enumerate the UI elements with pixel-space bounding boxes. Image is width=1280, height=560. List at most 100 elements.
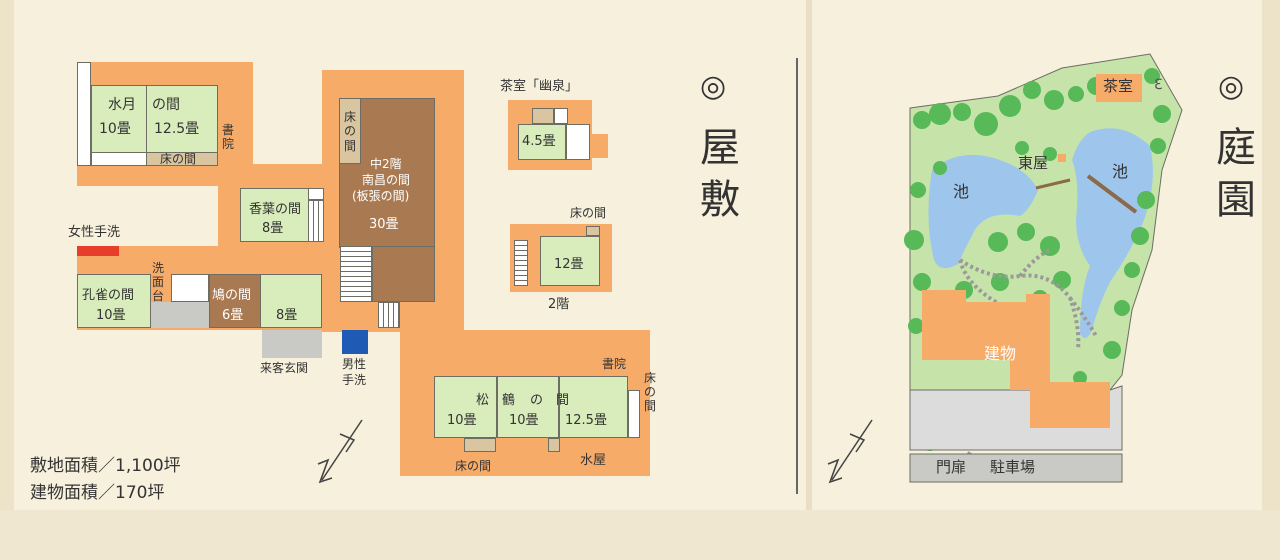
senmen-area bbox=[171, 274, 209, 302]
women-restroom bbox=[77, 246, 119, 256]
mizuya-label: 水屋 bbox=[580, 453, 607, 468]
nanshou-line1: 中2階 bbox=[370, 157, 402, 171]
suigetsu-room-a bbox=[91, 85, 147, 153]
shoukaku-m4: 間 bbox=[556, 393, 570, 408]
nanshou-stairs bbox=[340, 246, 372, 302]
men-restroom bbox=[342, 330, 368, 354]
garden-drawing bbox=[904, 53, 1183, 483]
nikai-label: 2階 bbox=[548, 297, 570, 312]
shoin-right-label: 書院 bbox=[602, 357, 627, 371]
nanshou-size: 30畳 bbox=[369, 217, 399, 232]
pond-label-1: 池 bbox=[953, 182, 970, 201]
pond-label-2: 池 bbox=[1112, 162, 1129, 181]
shoukaku-room bbox=[434, 376, 628, 438]
suigetsu-tokonoma bbox=[146, 152, 218, 166]
shoukaku-bottom-box-2 bbox=[548, 438, 560, 452]
senmen-label-2: 面 bbox=[152, 275, 165, 289]
azumaya-label: 東屋 bbox=[1018, 154, 1049, 172]
trees bbox=[904, 68, 1171, 451]
suigetsu-south-edge bbox=[91, 152, 147, 166]
shoin-left-label: 書院 bbox=[222, 123, 235, 151]
suigetsu-size-b: 12.5畳 bbox=[154, 121, 200, 137]
nikai-stairs bbox=[514, 240, 528, 286]
garden-building bbox=[922, 290, 1110, 428]
garden-building-label: 建物 bbox=[984, 344, 1017, 363]
kujaku-size: 10畳 bbox=[96, 308, 126, 323]
extra-room bbox=[260, 274, 322, 328]
azumaya bbox=[1058, 154, 1066, 162]
pond-west bbox=[928, 154, 1038, 269]
shoukaku-m3: の bbox=[530, 393, 544, 408]
suigetsu-west-edge bbox=[77, 62, 91, 166]
bridge-2 bbox=[1035, 178, 1071, 190]
suigetsu-tokonoma-label: 床の間 bbox=[160, 152, 197, 166]
kujaku-veranda bbox=[151, 302, 209, 328]
chashitsu-size: 4.5畳 bbox=[522, 134, 556, 149]
shoukaku-size-2: 10畳 bbox=[509, 413, 539, 428]
page-fold-right bbox=[1262, 0, 1280, 560]
kujaku-room bbox=[77, 274, 151, 328]
site-area: 敷地面積／1,100坪 bbox=[30, 456, 181, 476]
panel-divider bbox=[796, 58, 798, 494]
suigetsu-size-a: 10畳 bbox=[99, 121, 131, 137]
nanshou-tokonoma-label: 床の間 bbox=[344, 110, 357, 153]
senmen-label: 洗 bbox=[152, 261, 165, 275]
stepping-stones bbox=[958, 248, 1098, 351]
shoukaku-east-edge bbox=[628, 390, 640, 438]
garden-chashitsu-label: 茶室 bbox=[1103, 77, 1134, 95]
bridge bbox=[1086, 174, 1138, 214]
bottom-band bbox=[0, 510, 1280, 560]
nanshou-line3: (板張の間) bbox=[352, 189, 410, 203]
extra-size: 8畳 bbox=[276, 308, 298, 323]
men-restroom-label-2: 手洗 bbox=[342, 373, 367, 387]
nikai-room bbox=[540, 236, 600, 286]
shoukaku-m1: 松 bbox=[476, 393, 490, 408]
shoukaku-tokonoma-bottom-label: 床の間 bbox=[455, 459, 492, 473]
shoukaku-div-2 bbox=[558, 376, 560, 438]
nanshou-stairs-lower bbox=[378, 302, 400, 328]
men-restroom-label-1: 男性 bbox=[342, 357, 367, 371]
chashitsu-ext bbox=[590, 134, 608, 158]
chashitsu-title: 茶室「幽泉」 bbox=[500, 79, 579, 94]
parking-label: 駐車場 bbox=[990, 458, 1036, 476]
shoukaku-tokonoma-right-label: 床の間 bbox=[644, 371, 657, 413]
chashitsu-alcove bbox=[532, 108, 554, 124]
kouyou-name: 香葉の間 bbox=[249, 202, 302, 217]
page-fold-left bbox=[0, 0, 14, 560]
nikai-tokonoma bbox=[586, 226, 600, 236]
shoukaku-size-1: 10畳 bbox=[447, 413, 477, 428]
women-restroom-label: 女性手洗 bbox=[68, 225, 121, 240]
gate-parking-band bbox=[909, 453, 1123, 483]
kujaku-name: 孔雀の間 bbox=[82, 288, 135, 303]
building-area: 建物面積／170坪 bbox=[30, 483, 165, 503]
raikyaku-genkan bbox=[262, 330, 322, 358]
suigetsu-name-a: 水月 bbox=[108, 97, 136, 113]
kouyou-stairs bbox=[308, 200, 324, 242]
garden-chashitsu-block bbox=[1096, 74, 1142, 102]
teien-circle: ◎ bbox=[1218, 69, 1245, 104]
yashiki-circle: ◎ bbox=[700, 69, 727, 104]
nikai-tokonoma-label: 床の間 bbox=[570, 206, 607, 220]
nanshou-lower-block bbox=[372, 246, 435, 302]
kouyou-alcove bbox=[308, 188, 324, 200]
senmen-label-3: 台 bbox=[152, 289, 165, 303]
yashiki-title-2: 敷 bbox=[700, 177, 740, 223]
kouyou-size: 8畳 bbox=[262, 221, 284, 236]
suigetsu-room-b bbox=[146, 85, 218, 153]
hato-size: 6畳 bbox=[222, 308, 244, 323]
nanshou-line2: 南昌の間 bbox=[362, 173, 411, 187]
teien-title-2: 園 bbox=[1216, 177, 1256, 223]
shoukaku-tokonoma-bottom-box bbox=[464, 438, 496, 452]
raikyaku-label: 来客玄関 bbox=[260, 361, 309, 375]
chashitsu-room bbox=[518, 124, 566, 160]
shoukaku-div-1 bbox=[496, 376, 498, 438]
suigetsu-name-b: の間 bbox=[152, 97, 180, 113]
nanshou-tokonoma bbox=[339, 98, 361, 164]
nikai-size: 12畳 bbox=[554, 257, 584, 272]
gate-label: 門扉 bbox=[936, 458, 967, 476]
chashitsu-side bbox=[566, 124, 590, 160]
spiral-icon: ℇ bbox=[1154, 77, 1163, 93]
yashiki-title-1: 屋 bbox=[700, 125, 740, 171]
shoukaku-m2: 鶴 bbox=[502, 393, 516, 408]
hato-name: 鳩の間 bbox=[212, 288, 252, 303]
